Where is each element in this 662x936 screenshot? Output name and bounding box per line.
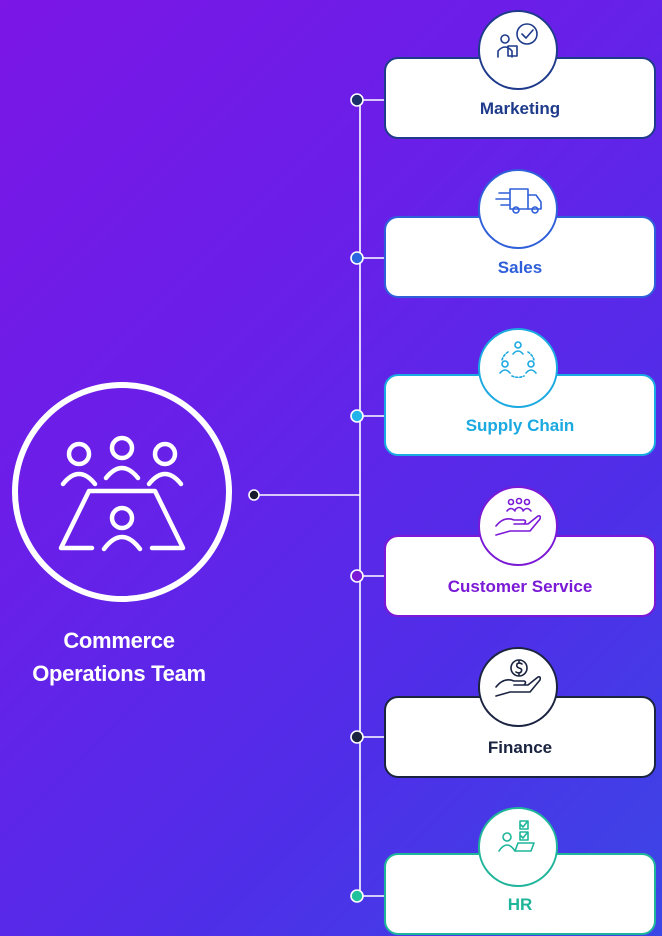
department-badge-customer-service: [478, 486, 558, 566]
node-sales: [350, 251, 364, 265]
team-circle: [12, 382, 232, 602]
hand-money-icon: [495, 659, 542, 697]
department-name: Sales: [497, 258, 543, 277]
team-title-line-1: Commerce: [63, 628, 175, 653]
department-badge-hr: [478, 807, 558, 887]
team-connector-node: [248, 489, 260, 501]
node-supply-chain: [350, 409, 364, 423]
department-badge-marketing: [478, 10, 558, 90]
node-marketing: [350, 93, 364, 107]
meeting-table-icon: [58, 435, 186, 552]
node-hr: [350, 889, 364, 903]
department-name: Supply Chain: [465, 416, 575, 435]
person-checklist-icon: [498, 820, 535, 852]
node-customer-service: [350, 569, 364, 583]
delivery-truck-icon: [495, 188, 542, 214]
department-badge-sales: [478, 169, 558, 249]
department-badge-supply-chain: [478, 328, 558, 408]
team-title: Commerce Operations Team: [0, 624, 238, 690]
team-title-line-2: Operations Team: [32, 661, 206, 686]
department-name: Finance: [487, 738, 553, 757]
department-name: HR: [507, 895, 533, 914]
network-people-icon: [499, 341, 537, 378]
department-badge-finance: [478, 647, 558, 727]
node-finance: [350, 730, 364, 744]
hand-people-icon: [495, 497, 542, 536]
department-name: Customer Service: [447, 577, 593, 596]
department-name: Marketing: [479, 99, 561, 118]
presenter-clock-icon: [497, 23, 538, 58]
